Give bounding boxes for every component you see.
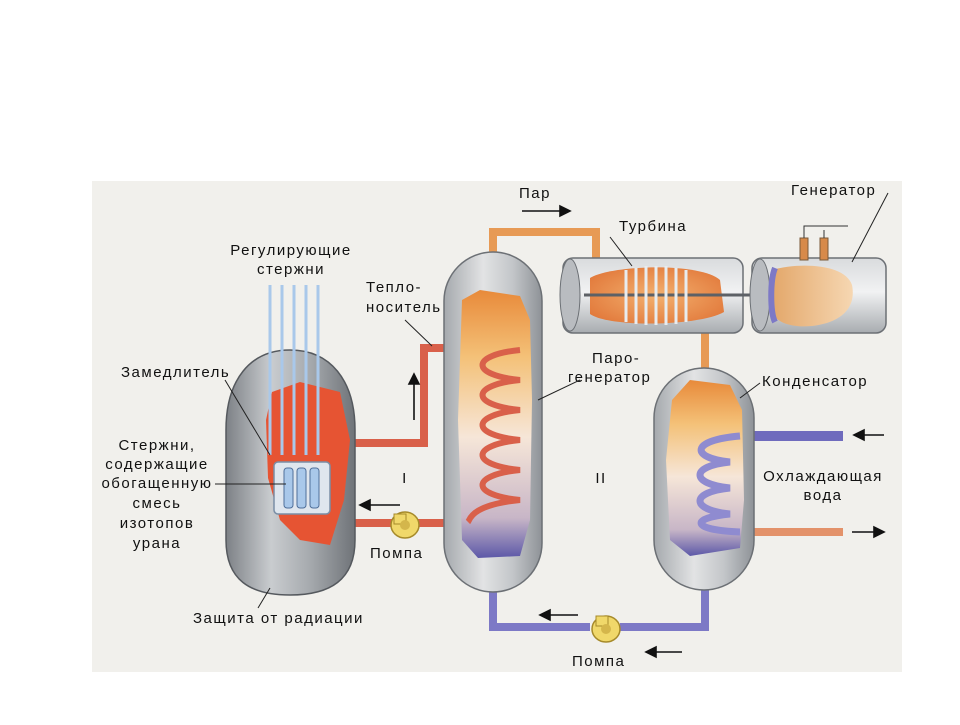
cooling-water-in-arrow (852, 428, 884, 442)
steam-generator-label-1: Паро- (592, 350, 640, 367)
primary-pump (390, 511, 420, 539)
fuel-rods-label-3: обогащенную (101, 475, 212, 492)
radiation-shield-label: Защита от радиации (193, 610, 364, 627)
radiation-shield-leader (257, 587, 271, 609)
steam-generator-vessel (443, 251, 543, 593)
steam-generator-label-2: генератор (568, 369, 651, 386)
fuel-rod-bundle (283, 467, 320, 509)
coolant-label-2: носитель (366, 299, 442, 316)
steam-label: Пар (519, 185, 551, 202)
fuel-rods-label-6: урана (133, 535, 181, 552)
steam-pipe (489, 228, 600, 262)
circuit-one-label: I (402, 470, 408, 487)
fuel-rods-label-2: содержащие (105, 456, 209, 473)
control-rods-label-1: Регулирующие (230, 242, 351, 259)
moderator-leader (224, 379, 271, 456)
generator-leader (851, 192, 889, 263)
control-rods-label-2: стержни (257, 261, 325, 278)
generator-terminals (799, 225, 848, 261)
electric-generator (749, 225, 887, 334)
cooling-water-out-arrow (852, 525, 886, 539)
coolant-leader (404, 319, 433, 347)
cooling-water-label-2: вода (804, 487, 843, 504)
return-flow-arrow (358, 498, 400, 512)
feedwater-pump (591, 615, 621, 643)
turbine-leader (609, 236, 633, 267)
coolant-up-arrow (407, 372, 421, 420)
feedwater-pipe-right (620, 585, 709, 631)
reactor-vessel (225, 349, 356, 596)
control-rods (268, 285, 320, 455)
turbine-label: Турбина (619, 218, 687, 235)
fuel-rods-label-1: Стержни, (118, 437, 195, 454)
steam-generator-leader (537, 379, 581, 401)
condenser-leader (739, 382, 761, 399)
feedwater-pump-label: Помпа (572, 653, 625, 670)
steam-generator-coil (465, 347, 521, 525)
circuit-two-label: II (595, 470, 606, 487)
moderator-label: Замедлитель (121, 364, 230, 381)
feedwater-pipe-left (489, 590, 590, 631)
steam-flow-arrow (522, 204, 572, 218)
primary-pump-label: Помпа (370, 545, 423, 562)
feedwater-flow-arrow (538, 608, 578, 622)
generator-label: Генератор (791, 182, 876, 199)
cooling-water-label-1: Охлаждающая (763, 468, 883, 485)
fuel-rods-label-4: смесь (133, 495, 182, 512)
fuel-rods-label-5: изотопов (120, 515, 195, 532)
coolant-label-1: Тепло- (366, 279, 422, 296)
condenser-coil (696, 432, 741, 536)
feedwater-flow-arrow-lower (644, 645, 682, 659)
turbine-casing (559, 257, 780, 334)
condenser-label: Конденсатор (762, 373, 868, 390)
condenser-vessel (653, 367, 755, 591)
turbine-blades (624, 266, 688, 325)
